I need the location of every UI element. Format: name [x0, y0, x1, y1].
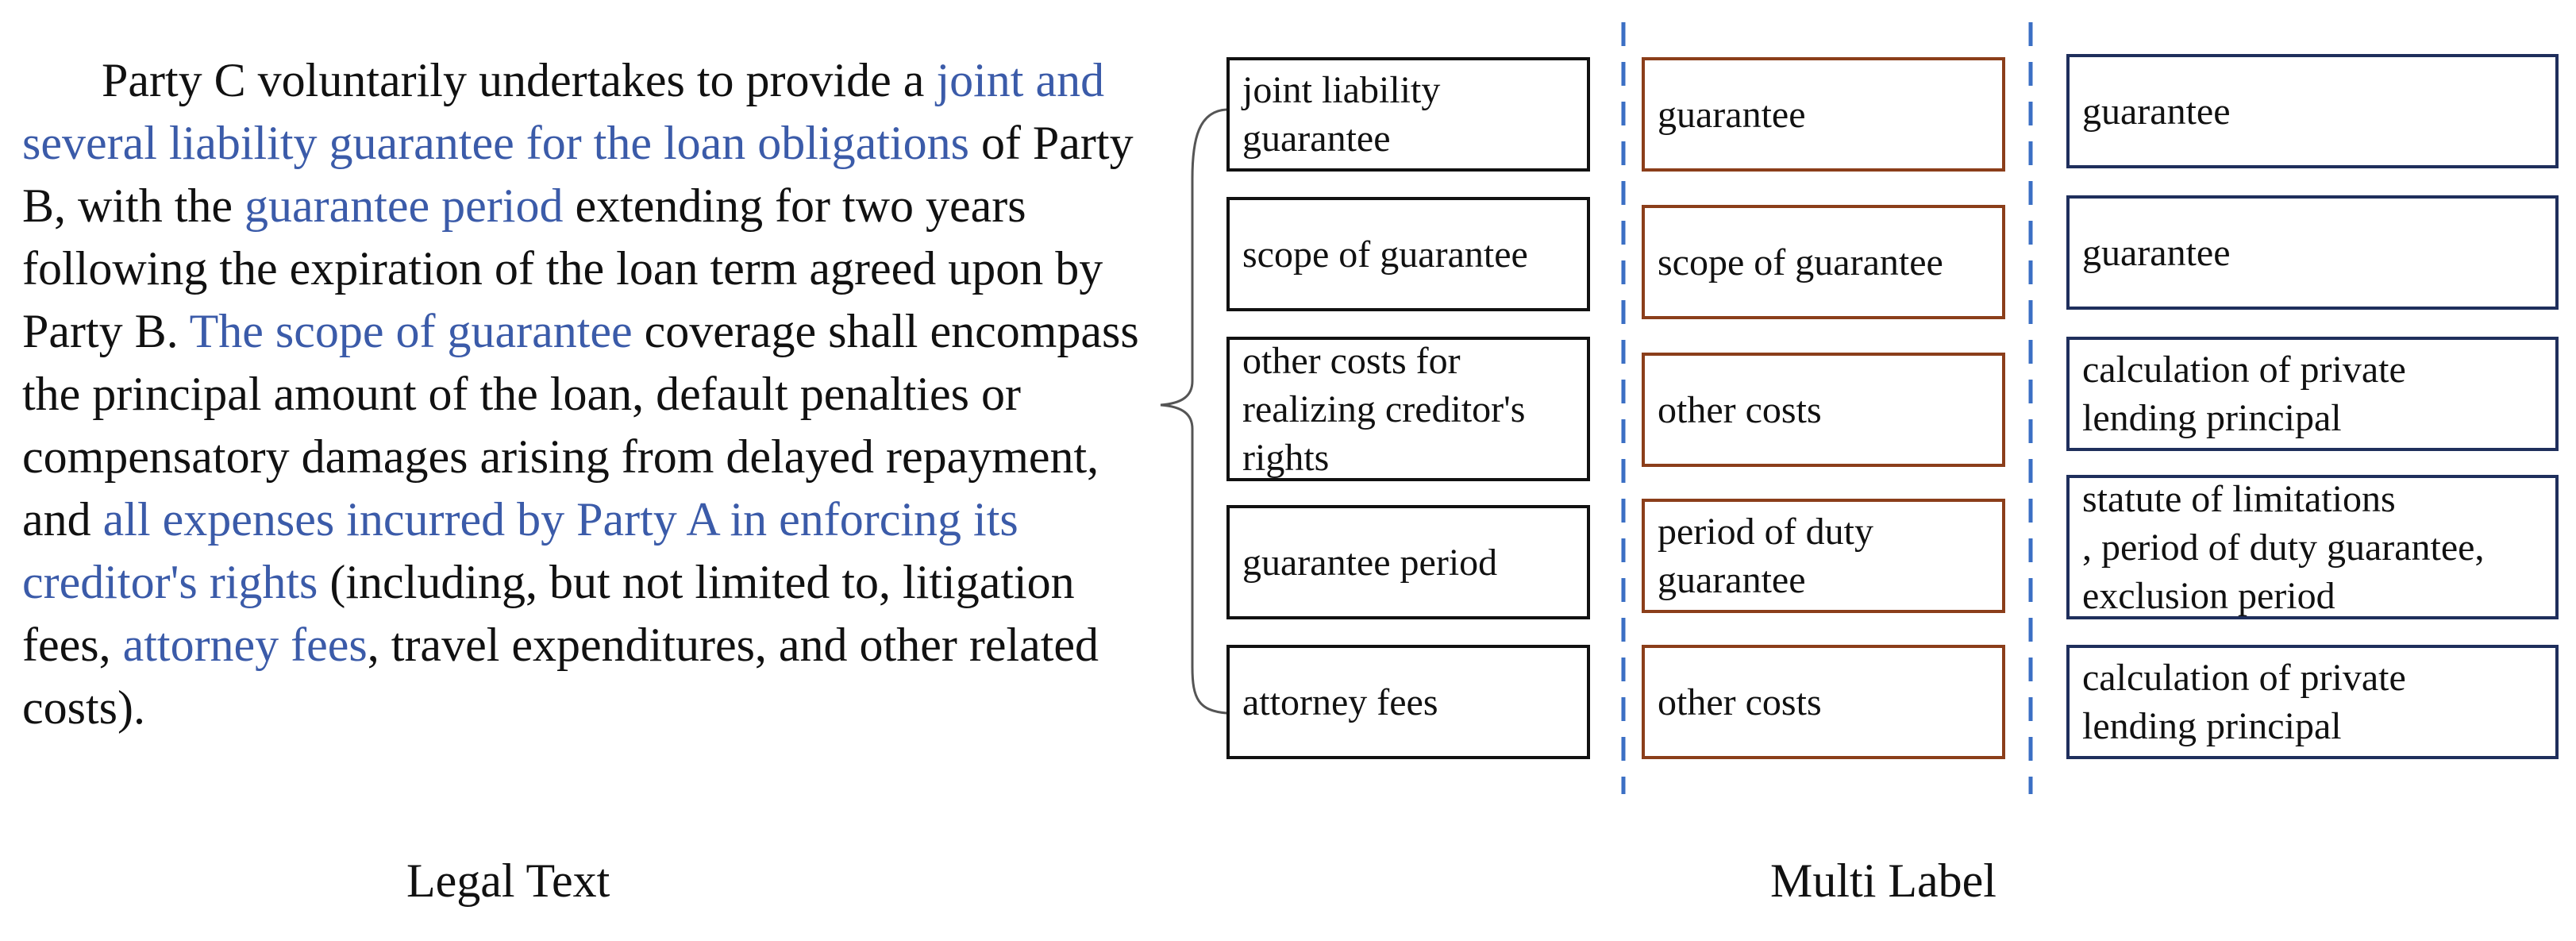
label-box-col1: joint liability guarantee — [1226, 57, 1590, 172]
label-box-col3: guarantee — [2066, 195, 2559, 310]
label-box-col2: guarantee — [1642, 57, 2005, 172]
label-box-col3: calculation of private lending principal — [2066, 645, 2559, 759]
label-box-col2: period of duty guarantee — [1642, 499, 2005, 613]
label-text: calculation of private lending principal — [2082, 349, 2406, 439]
text-segment: extending for two years following the ex… — [22, 179, 1103, 357]
bracket-brace — [1160, 108, 1227, 715]
text-segment: coverage shall encompass the principal a… — [22, 305, 1139, 546]
label-box-col1: other costs for realizing creditor's rig… — [1226, 337, 1590, 481]
label-text: guarantee — [2082, 231, 2231, 274]
label-box-col3: guarantee — [2066, 54, 2559, 168]
label-text: calculation of private lending principal — [2082, 657, 2406, 747]
label-text: other costs — [1658, 681, 1822, 723]
label-text: other costs for realizing creditor's rig… — [1242, 339, 1526, 479]
caption-multi-label: Multi Label — [1770, 854, 1996, 907]
label-text: attorney fees — [1242, 681, 1438, 723]
label-text: other costs — [1658, 388, 1822, 431]
text-segment: Party C voluntarily undertakes to provid… — [102, 54, 937, 106]
label-text: statute of limitations , period of duty … — [2082, 477, 2485, 617]
text-segment: of Party B, with the — [22, 117, 1134, 232]
highlighted-phrase: all expenses incurred by Party A in enfo… — [22, 493, 1018, 608]
highlighted-phrase: guarantee period — [245, 179, 564, 232]
label-text: guarantee — [2082, 90, 2231, 133]
highlighted-phrase: joint and several liability guarantee fo… — [22, 54, 1105, 169]
highlighted-phrase: The scope of guarantee — [189, 305, 633, 357]
label-text: joint liability guarantee — [1242, 69, 1441, 160]
label-box-col2: other costs — [1642, 353, 2005, 467]
label-text: guarantee period — [1242, 541, 1498, 584]
label-box-col2: scope of guarantee — [1642, 205, 2005, 319]
label-box-col2: other costs — [1642, 645, 2005, 759]
label-box-col3: statute of limitations , period of duty … — [2066, 475, 2559, 619]
label-text: guarantee — [1658, 93, 1806, 136]
text-segment: , travel expenditures, and other related… — [22, 619, 1099, 734]
label-box-col3: calculation of private lending principal — [2066, 337, 2559, 451]
label-box-col1: attorney fees — [1226, 645, 1590, 759]
label-box-col1: guarantee period — [1226, 505, 1590, 619]
text-segment: (including, but not limited to, litigati… — [22, 556, 1075, 671]
caption-legal-text: Legal Text — [406, 854, 610, 907]
label-text: scope of guarantee — [1242, 233, 1528, 276]
highlighted-phrase: attorney fees — [122, 619, 368, 671]
label-box-col1: scope of guarantee — [1226, 197, 1590, 311]
label-text: period of duty guarantee — [1658, 511, 1873, 601]
label-text: scope of guarantee — [1658, 241, 1943, 283]
legal-text: Party C voluntarily undertakes to provid… — [22, 49, 1149, 739]
